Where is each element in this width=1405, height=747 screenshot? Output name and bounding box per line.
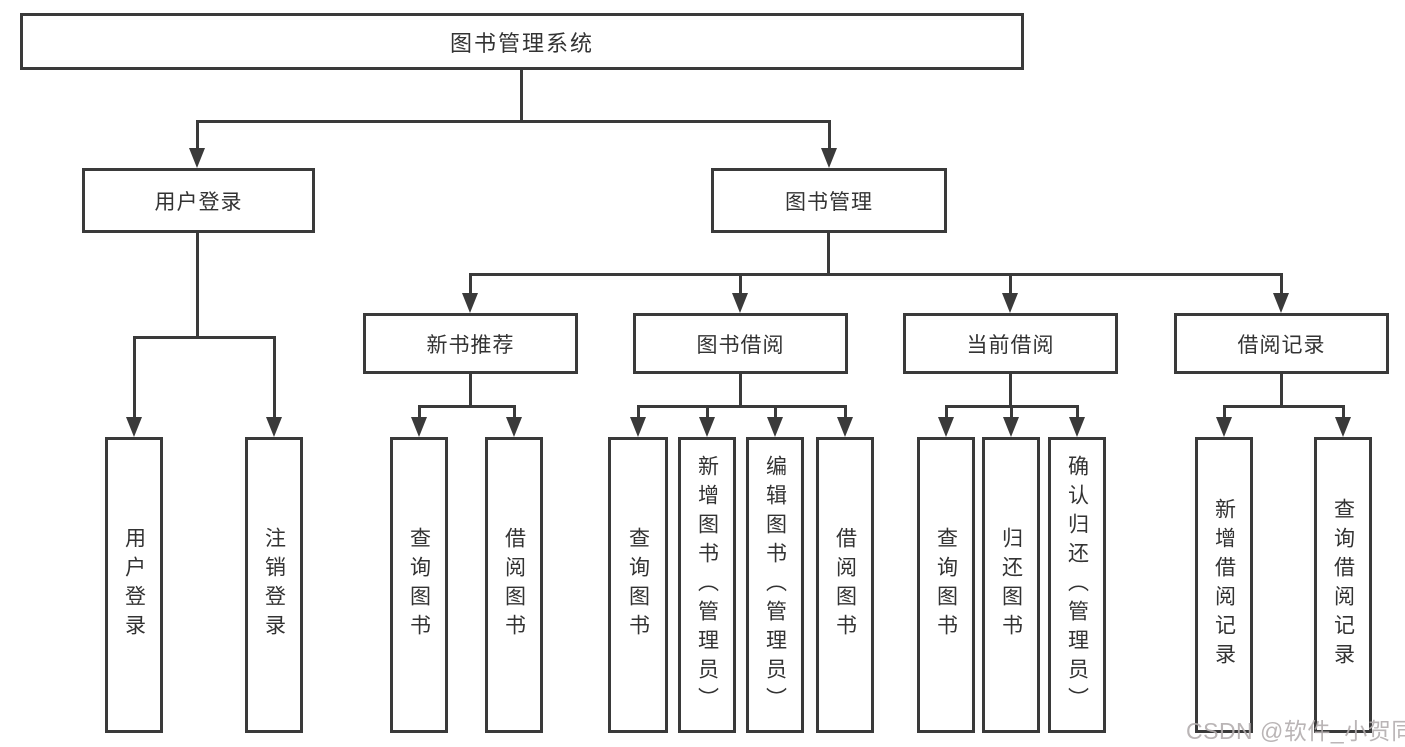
- connector-line: [196, 120, 199, 150]
- node-add-borrow-record: 新增借阅记录: [1195, 437, 1253, 733]
- node-label: 图书管理系统: [449, 30, 594, 56]
- node-label: 图书借阅: [696, 333, 785, 357]
- connector-line: [196, 120, 830, 123]
- connector-line: [418, 405, 515, 408]
- connector-line: [774, 405, 777, 419]
- connector-arrowhead: [1002, 293, 1018, 313]
- connector-arrowhead: [1216, 417, 1232, 437]
- node-label: 归还图书: [999, 527, 1023, 643]
- connector-arrowhead: [1069, 417, 1085, 437]
- node-query-borrow-record: 查询借阅记录: [1314, 437, 1372, 733]
- connector-line: [469, 273, 472, 295]
- connector-line: [133, 336, 275, 339]
- node-label: 新增图书（管理员）: [695, 454, 719, 716]
- node-label: 查询图书: [407, 527, 431, 643]
- node-label: 查询图书: [934, 527, 958, 643]
- connector-arrowhead: [1273, 293, 1289, 313]
- node-label: 查询借阅记录: [1331, 498, 1355, 672]
- node-return-books: 归还图书: [982, 437, 1040, 733]
- node-label: 当前借阅: [966, 333, 1055, 357]
- connector-arrowhead: [1003, 417, 1019, 437]
- node-current-borrowing: 当前借阅: [903, 313, 1118, 374]
- connector-line: [1009, 374, 1012, 407]
- connector-line: [513, 405, 516, 419]
- connector-line: [1342, 405, 1345, 419]
- connector-line: [739, 374, 742, 407]
- connector-line: [1223, 405, 1226, 419]
- node-new-book-recommendation: 新书推荐: [363, 313, 578, 374]
- connector-line: [945, 405, 948, 419]
- connector-arrowhead: [938, 417, 954, 437]
- connector-line: [637, 405, 640, 419]
- connector-line: [637, 405, 846, 408]
- csdn-watermark: CSDN @软件_小贺同学: [1186, 718, 1405, 744]
- connector-line: [520, 70, 523, 123]
- connector-arrowhead: [126, 417, 142, 437]
- node-logout: 注销登录: [245, 437, 303, 733]
- connector-line: [196, 233, 199, 338]
- node-label: 新增借阅记录: [1212, 498, 1236, 672]
- connector-line: [1009, 273, 1012, 295]
- connector-line: [1010, 405, 1013, 419]
- node-label: 确认归还（管理员）: [1065, 454, 1089, 716]
- node-confirm-return-admin: 确认归还（管理员）: [1048, 437, 1106, 733]
- node-add-books-admin: 新增图书（管理员）: [678, 437, 736, 733]
- connector-line: [469, 374, 472, 407]
- node-user-login-leaf: 用户登录: [105, 437, 163, 733]
- node-label: 借阅记录: [1237, 333, 1326, 357]
- connector-arrowhead: [1335, 417, 1351, 437]
- node-label: 新书推荐: [426, 333, 515, 357]
- connector-arrowhead: [411, 417, 427, 437]
- connector-arrowhead: [821, 148, 837, 168]
- connector-line: [133, 336, 136, 419]
- connector-line: [1280, 273, 1283, 295]
- connector-line: [469, 273, 1282, 276]
- node-query-books-recommend: 查询图书: [390, 437, 448, 733]
- node-label: 用户登录: [154, 190, 243, 214]
- node-label: 图书管理: [785, 190, 873, 214]
- node-query-books-borrowing: 查询图书: [608, 437, 668, 733]
- connector-arrowhead: [837, 417, 853, 437]
- connector-line: [1280, 374, 1283, 407]
- node-user-login: 用户登录: [82, 168, 315, 233]
- node-borrow-books-recommend: 借阅图书: [485, 437, 543, 733]
- node-label: 查询图书: [626, 527, 650, 643]
- connector-line: [706, 405, 709, 419]
- connector-arrowhead: [506, 417, 522, 437]
- connector-line: [418, 405, 421, 419]
- node-label: 借阅图书: [833, 527, 857, 643]
- connector-line: [844, 405, 847, 419]
- connector-arrowhead: [266, 417, 282, 437]
- node-book-management: 图书管理: [711, 168, 947, 233]
- connector-line: [1076, 405, 1079, 419]
- connector-line: [828, 120, 831, 150]
- connector-arrowhead: [699, 417, 715, 437]
- connector-arrowhead: [630, 417, 646, 437]
- node-edit-books-admin: 编辑图书（管理员）: [746, 437, 804, 733]
- connector-line: [1223, 405, 1344, 408]
- node-borrow-books-borrowing: 借阅图书: [816, 437, 874, 733]
- connector-arrowhead: [767, 417, 783, 437]
- connector-line: [739, 273, 742, 295]
- node-label: 借阅图书: [502, 527, 526, 643]
- node-label: 编辑图书（管理员）: [763, 454, 787, 716]
- node-library-management-system: 图书管理系统: [20, 13, 1024, 70]
- node-label: 注销登录: [262, 527, 286, 643]
- connector-line: [273, 336, 276, 419]
- connector-arrowhead: [732, 293, 748, 313]
- node-book-borrowing: 图书借阅: [633, 313, 848, 374]
- connector-arrowhead: [189, 148, 205, 168]
- node-label: 用户登录: [122, 527, 146, 643]
- connector-line: [827, 233, 830, 275]
- node-borrowing-records: 借阅记录: [1174, 313, 1389, 374]
- connector-arrowhead: [462, 293, 478, 313]
- node-query-books-current: 查询图书: [917, 437, 975, 733]
